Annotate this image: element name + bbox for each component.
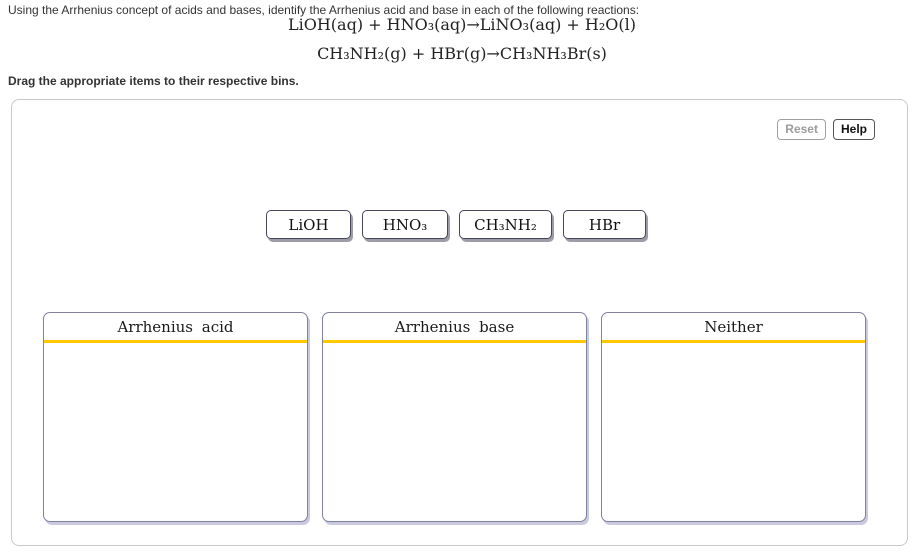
- draggable-items-row: LiOH HNO₃ CH₃NH₂ HBr: [266, 210, 646, 239]
- drag-item-ch3nh2[interactable]: CH₃NH₂: [459, 210, 552, 239]
- bin-neither-label: Neither: [704, 317, 763, 336]
- bin-header-underline: [323, 340, 586, 343]
- bin-arrhenius-base[interactable]: Arrhenius base: [322, 312, 587, 522]
- bin-arrhenius-base-dropzone[interactable]: [323, 343, 586, 518]
- drag-drop-activity-panel: Reset Help LiOH HNO₃ CH₃NH₂ HBr Arrheniu…: [11, 99, 908, 546]
- problem-instruction: Using the Arrhenius concept of acids and…: [8, 3, 640, 17]
- chemical-equation-1: LiOH(aq) + HNO₃(aq)→LiNO₃(aq) + H₂O(l): [287, 15, 636, 34]
- bin-neither[interactable]: Neither: [601, 312, 866, 522]
- drag-item-lioh[interactable]: LiOH: [266, 210, 351, 239]
- bin-arrhenius-acid[interactable]: Arrhenius acid: [43, 312, 308, 522]
- bin-header-underline: [602, 340, 865, 343]
- bin-header-underline: [44, 340, 307, 343]
- bin-arrhenius-acid-label: Arrhenius acid: [117, 317, 234, 336]
- chemical-equation-2: CH₃NH₂(g) + HBr(g)→CH₃NH₃Br(s): [317, 44, 607, 63]
- activity-toolbar: Reset Help: [777, 119, 875, 140]
- reset-button[interactable]: Reset: [777, 119, 826, 140]
- bins-row: Arrhenius acid Arrhenius base Neither: [43, 312, 866, 522]
- drag-item-hno3[interactable]: HNO₃: [362, 210, 448, 239]
- drag-instruction: Drag the appropriate items to their resp…: [8, 74, 299, 88]
- drag-item-hbr[interactable]: HBr: [563, 210, 646, 239]
- help-button[interactable]: Help: [832, 119, 875, 140]
- bin-neither-dropzone[interactable]: [602, 343, 865, 518]
- bin-arrhenius-base-label: Arrhenius base: [394, 317, 515, 336]
- bin-arrhenius-acid-dropzone[interactable]: [44, 343, 307, 518]
